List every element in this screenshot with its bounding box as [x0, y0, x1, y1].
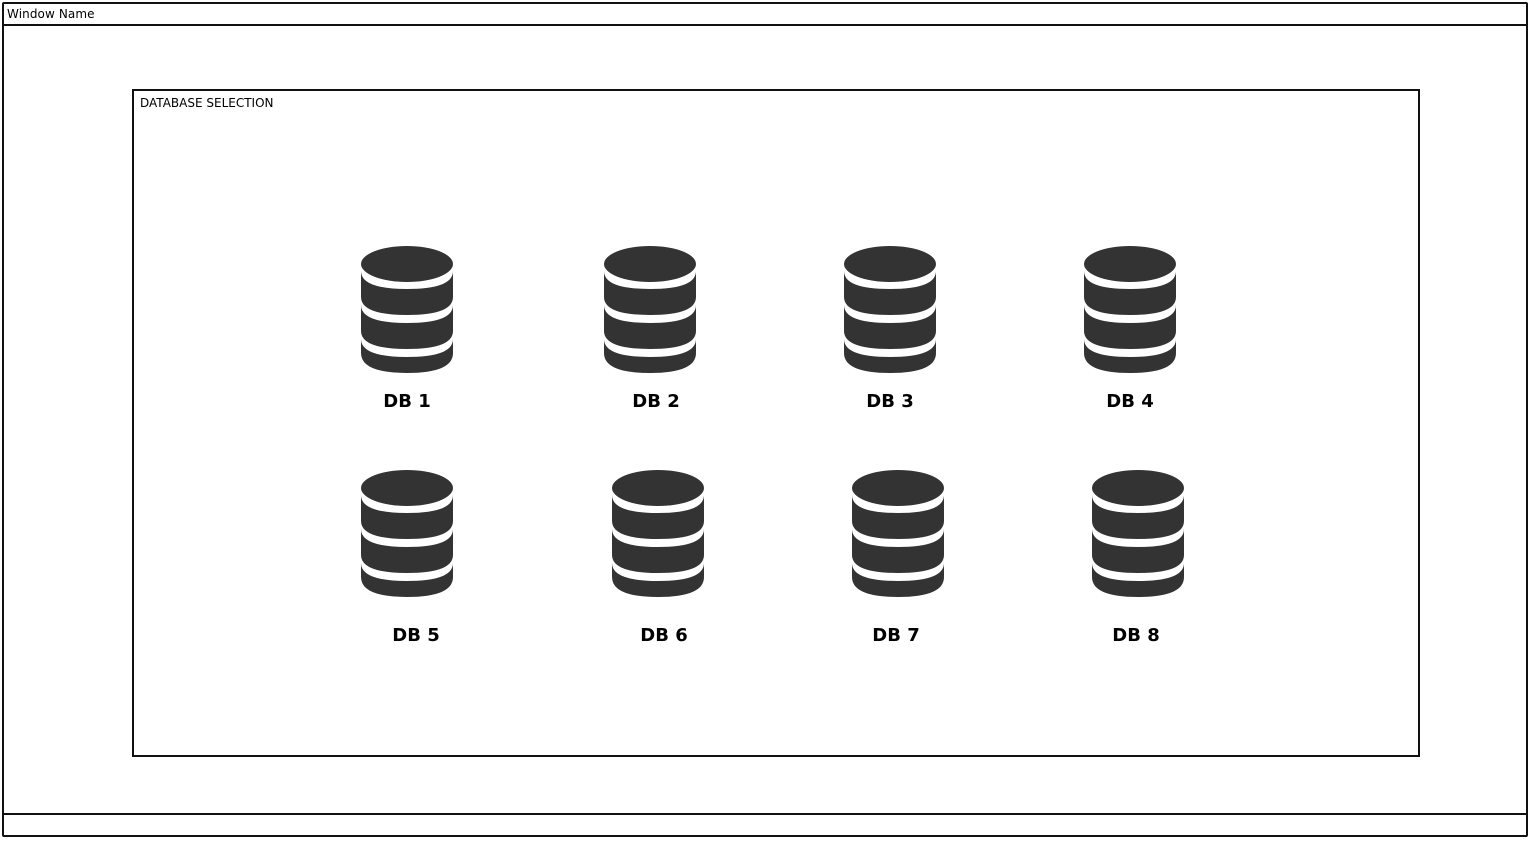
title-bar: Window Name	[4, 4, 1526, 26]
database-item-7[interactable]: DB 7	[818, 469, 978, 659]
database-label: DB 7	[872, 625, 920, 646]
database-item-1[interactable]: DB 1	[327, 245, 487, 435]
database-icon	[1084, 246, 1176, 373]
database-icon	[612, 470, 704, 597]
panel-title: DATABASE SELECTION	[140, 96, 274, 110]
database-label: DB 2	[632, 391, 680, 412]
database-label: DB 1	[383, 391, 431, 412]
database-icon	[361, 246, 453, 373]
database-label: DB 4	[1106, 391, 1154, 412]
database-icon	[852, 470, 944, 597]
database-icon	[361, 470, 453, 597]
database-item-4[interactable]: DB 4	[1050, 245, 1210, 435]
status-bar	[4, 813, 1526, 835]
database-item-2[interactable]: DB 2	[570, 245, 730, 435]
window-title: Window Name	[7, 7, 95, 21]
database-label: DB 8	[1112, 625, 1160, 646]
database-label: DB 6	[640, 625, 688, 646]
database-icon	[844, 246, 936, 373]
database-selection-panel: DATABASE SELECTION DB 1 DB 2 DB 3 DB 4 D…	[132, 89, 1420, 757]
database-label: DB 3	[866, 391, 914, 412]
database-icon	[604, 246, 696, 373]
database-item-3[interactable]: DB 3	[810, 245, 970, 435]
database-item-8[interactable]: DB 8	[1058, 469, 1218, 659]
database-label: DB 5	[392, 625, 440, 646]
database-item-6[interactable]: DB 6	[578, 469, 738, 659]
database-icon	[1092, 470, 1184, 597]
database-item-5[interactable]: DB 5	[327, 469, 487, 659]
